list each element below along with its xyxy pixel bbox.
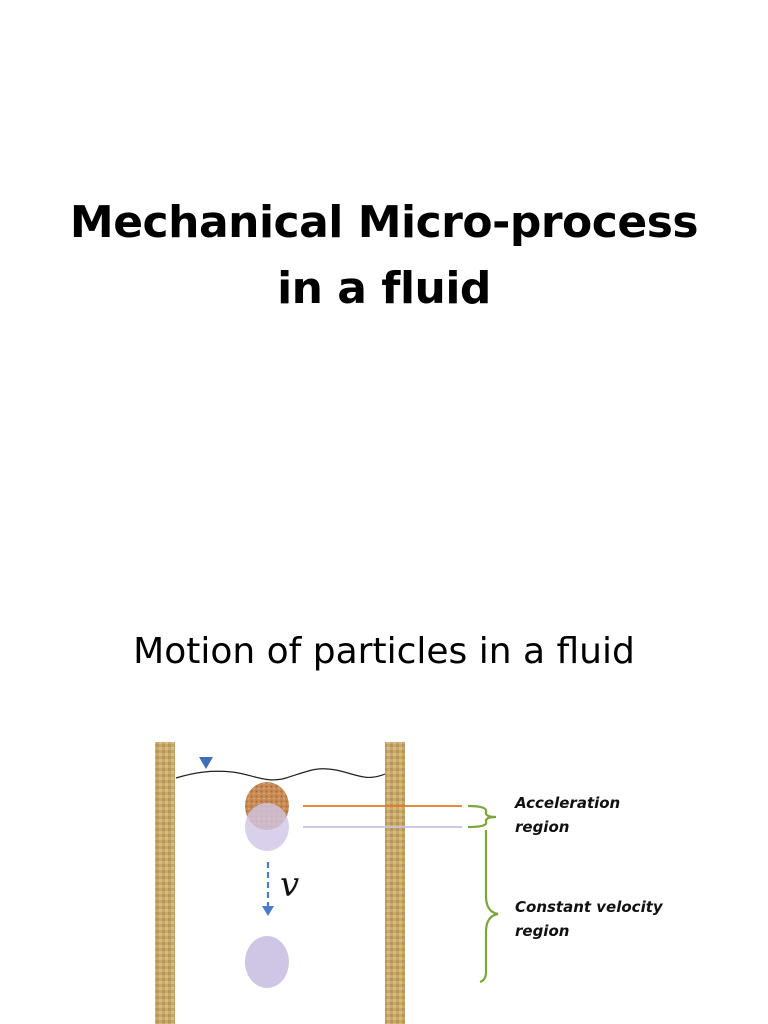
slide-title-line-1: Mechanical Micro-process (69, 197, 699, 248)
acceleration-region-label-line-2: region (515, 818, 569, 836)
particle-terminal (245, 936, 289, 988)
water-surface (175, 768, 386, 781)
particle-accelerating (245, 803, 289, 851)
left-wall (155, 742, 175, 1024)
velocity-label: v (280, 865, 299, 905)
constant-velocity-region-label-line-1: Constant velocity (515, 898, 664, 916)
right-wall (385, 742, 405, 1024)
acceleration-brace (467, 804, 497, 829)
slide-title-line-2: in a fluid (277, 263, 491, 314)
velocity-arrow-head-icon (262, 906, 274, 916)
slide-title: Mechanical Micro-process in a fluid (0, 190, 768, 322)
diagram-title: Motion of particles in a fluid (133, 631, 635, 672)
constant-velocity-region-label-line-2: region (515, 922, 569, 940)
constant-velocity-brace (479, 830, 499, 984)
water-level-marker-icon (199, 757, 213, 769)
acceleration-region-label-line-1: Acceleration (514, 794, 620, 812)
